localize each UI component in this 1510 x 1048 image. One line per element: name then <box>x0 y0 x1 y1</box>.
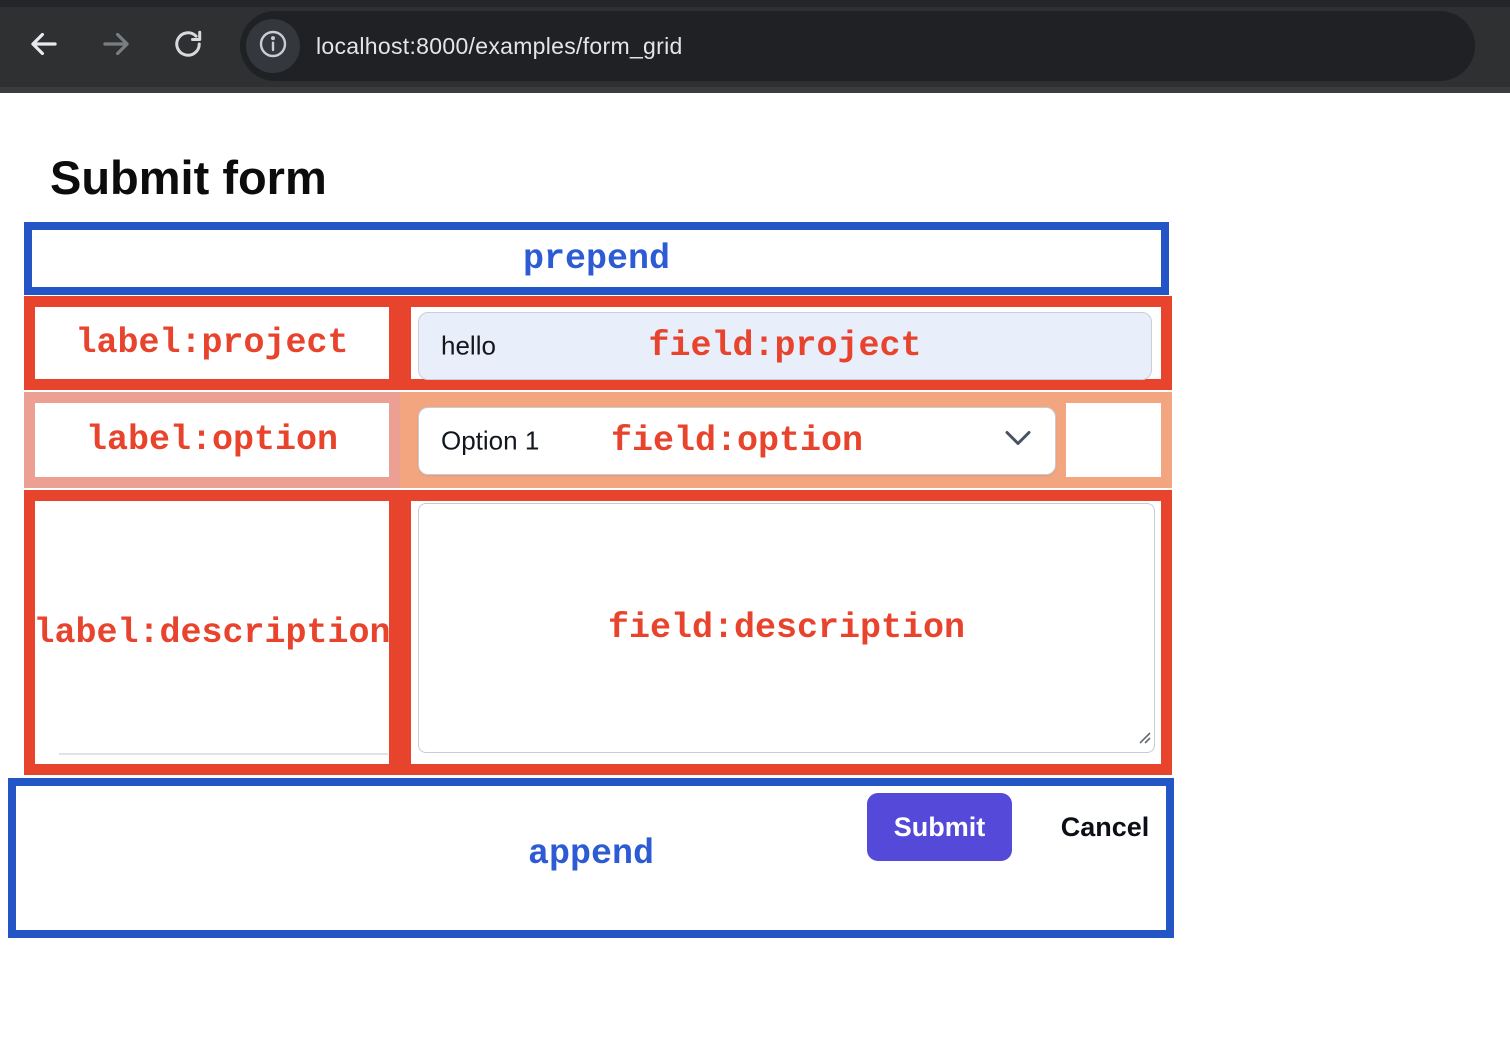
reload-button[interactable] <box>169 27 207 65</box>
description-textarea[interactable]: field:description <box>418 503 1155 753</box>
overlay-label-option: label:option <box>24 392 400 488</box>
overlay-field-option-border <box>400 392 1172 488</box>
overlay-label-option-text: label:option <box>85 420 339 460</box>
toolbar-top-strip <box>0 0 1510 7</box>
overlay-label-project-text: label:project <box>75 323 349 363</box>
reload-icon <box>170 26 206 67</box>
overlay-field-option-text: field:option <box>610 421 864 461</box>
info-icon <box>257 28 289 65</box>
overlay-prepend-label: prepend <box>522 238 671 279</box>
overlay-prepend: prepend <box>24 222 1169 295</box>
chevron-down-icon <box>1005 431 1031 452</box>
forward-icon <box>97 25 135 68</box>
overlay-label-project: label:project <box>24 296 400 390</box>
back-button[interactable] <box>25 27 63 65</box>
option-select-value: Option 1 <box>441 425 540 456</box>
option-select[interactable]: Option 1 field:option <box>418 407 1056 475</box>
label-description-divider <box>59 753 388 755</box>
browser-toolbar: localhost:8000/examples/form_grid <box>0 0 1510 93</box>
page-title: Submit form <box>50 151 327 204</box>
overlay-append-label: append <box>527 834 655 874</box>
project-input[interactable]: hello field:project <box>418 312 1152 380</box>
toolbar-bottom-strip <box>0 87 1510 93</box>
forward-button[interactable] <box>97 27 135 65</box>
overlay-label-description: label:description <box>24 490 400 775</box>
cancel-button[interactable]: Cancel <box>1060 811 1150 842</box>
project-input-value: hello <box>441 330 496 361</box>
overlay-field-description-text: field:description <box>607 608 966 648</box>
resize-grip-icon[interactable] <box>1134 727 1151 749</box>
back-icon <box>25 25 63 68</box>
overlay-field-project-text: field:project <box>648 326 922 366</box>
submit-button[interactable]: Submit <box>867 793 1012 861</box>
overlay-label-description-text: label:description <box>33 612 391 653</box>
url-text: localhost:8000/examples/form_grid <box>316 33 683 59</box>
site-info-button[interactable] <box>246 19 300 73</box>
address-bar[interactable] <box>240 11 1475 81</box>
